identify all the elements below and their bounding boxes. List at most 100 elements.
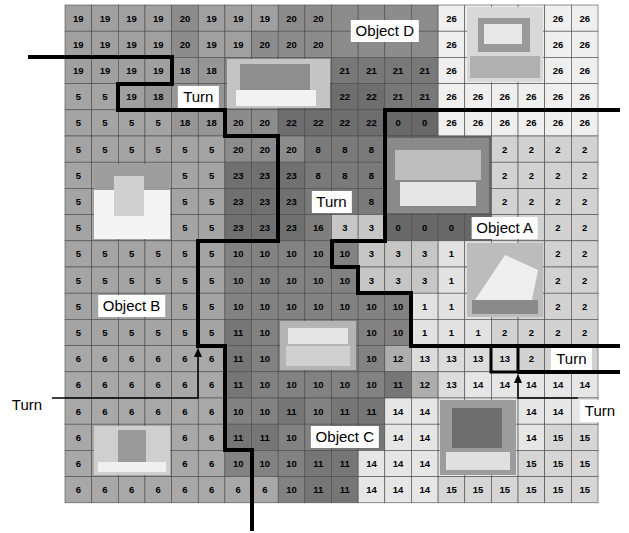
grid-cell [571,450,598,476]
cell-number: 2 [545,319,572,345]
grid-cell [438,5,465,31]
cell-number: 10 [385,319,412,345]
cell-number: 10 [225,293,252,319]
grid-cell [278,5,305,31]
cell-number: 15 [571,450,598,476]
cell-number: 20 [252,136,279,162]
cell-number: 19 [252,5,279,31]
grid-cell [465,477,492,503]
grid-cell [252,477,279,503]
cell-number: 13 [438,346,465,372]
grid-cell [305,5,332,31]
grid-cell [545,267,572,293]
grid-cell [172,372,199,398]
grid-cell [491,319,518,345]
photo-ground [227,59,330,108]
cell-number: 6 [65,477,92,503]
cell-number: 10 [252,293,279,319]
grid-cell [92,31,119,57]
grid-cell [385,293,412,319]
cell-number: 18 [198,110,225,136]
grid-cell [438,319,465,345]
photo-ground [94,164,170,239]
grid-cell [225,424,252,450]
cell-number: 14 [411,424,438,450]
grid-cell [278,450,305,476]
cell-number: 5 [65,319,92,345]
grid-cell [358,477,385,503]
cell-number: 26 [571,57,598,83]
grid-cell [358,319,385,345]
grid-cell [545,162,572,188]
cell-number: 8 [305,136,332,162]
grid-cell [332,241,359,267]
grid-cell [278,267,305,293]
cell-number: 6 [65,398,92,424]
cell-number: 6 [92,398,119,424]
cell-number: 26 [518,84,545,110]
cell-number: 14 [385,398,412,424]
cell-number: 11 [278,398,305,424]
grid-cell [545,477,572,503]
photo [227,59,330,108]
cell-number: 10 [278,267,305,293]
grid-cell [465,346,492,372]
cell-number: 3 [332,215,359,241]
grid-cell [411,372,438,398]
grid-cell [518,477,545,503]
grid-cell [438,84,465,110]
grid-cell [145,477,172,503]
cell-number: 15 [491,477,518,503]
cell-number: 10 [278,293,305,319]
leader-line [52,356,198,398]
cell-number: 2 [545,162,572,188]
grid-cell [198,267,225,293]
path-line [332,110,620,346]
cell-number: 10 [358,319,385,345]
grid-cell [65,424,92,450]
region-label: Turn [580,400,620,422]
grid-cell [252,450,279,476]
grid-cell [465,319,492,345]
cell-number: 23 [252,188,279,214]
cell-number: 10 [278,372,305,398]
grid-cell [118,110,145,136]
grid-cell [332,136,359,162]
cell-number: 5 [145,241,172,267]
cell-number: 19 [65,5,92,31]
cell-number: 6 [118,398,145,424]
grid-cell [385,267,412,293]
grid-cell [491,136,518,162]
cell-number: 11 [332,450,359,476]
grid-cell [518,188,545,214]
cell-number: 19 [225,31,252,57]
grid-cell [118,136,145,162]
grid-cell [145,5,172,31]
grid-cell [278,136,305,162]
cell-number: 6 [92,346,119,372]
photo-ground [467,7,543,82]
cell-number: 5 [65,84,92,110]
grid-cell [411,293,438,319]
cell-number: 11 [252,424,279,450]
grid-cell [411,84,438,110]
grid-cell [385,110,412,136]
grid-cell [545,136,572,162]
grid-cell [198,319,225,345]
cell-number: 12 [385,346,412,372]
cell-number: 22 [332,84,359,110]
cell-number: 1 [438,293,465,319]
cell-number: 18 [172,110,199,136]
cell-number: 5 [118,136,145,162]
grid-cell [278,110,305,136]
grid-cell [518,398,545,424]
grid-cell [358,398,385,424]
grid-cell [65,293,92,319]
cell-number: 3 [411,267,438,293]
cell-number: 2 [571,188,598,214]
grid-cell [252,136,279,162]
cell-number: 23 [225,162,252,188]
grid-cell [145,136,172,162]
grid-cell [571,162,598,188]
cell-number: 13 [465,346,492,372]
